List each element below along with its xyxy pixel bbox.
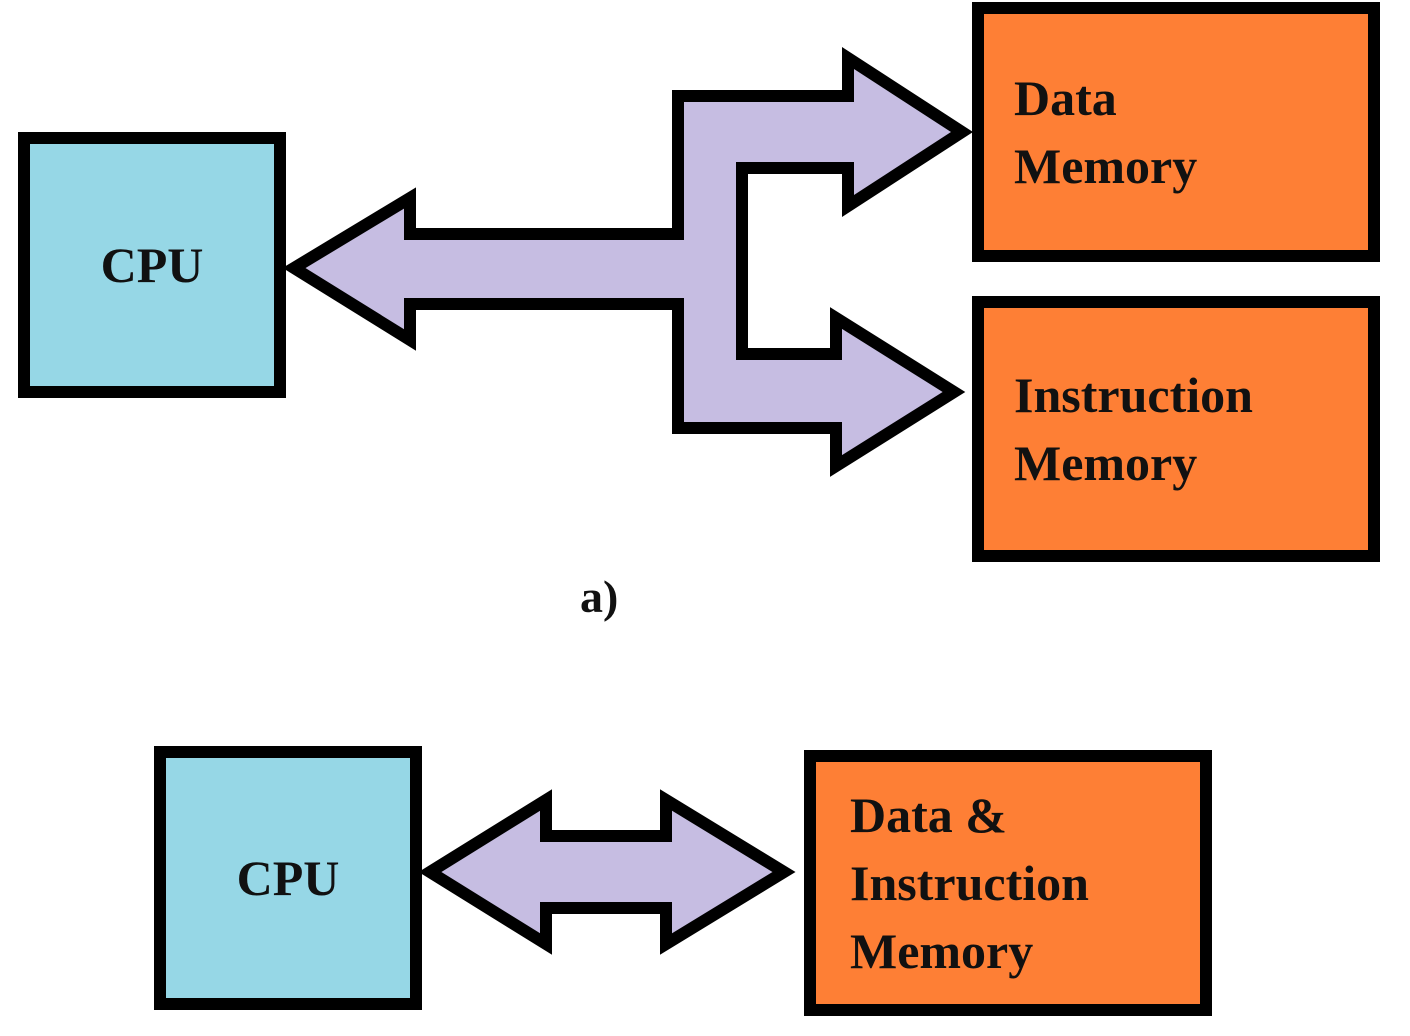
cpu-block-a: CPU [18, 132, 286, 398]
shared-memory-label-line3: Memory [850, 923, 1034, 979]
cpu-block-b: CPU [154, 746, 422, 1010]
caption-a: a) [580, 571, 619, 622]
data-memory-label-line1: Data [1014, 70, 1117, 126]
data-memory-block: Data Memory [972, 2, 1380, 262]
shared-memory-block: Data & Instruction Memory [804, 750, 1212, 1016]
instruction-memory-label-line1: Instruction [1014, 367, 1253, 423]
harvard-bus-arrow [282, 46, 974, 477]
data-memory-label-line2: Memory [1014, 138, 1198, 194]
cpu-label-b: CPU [236, 850, 340, 906]
shared-memory-label-line2: Instruction [850, 855, 1089, 911]
cpu-label-a: CPU [100, 237, 204, 293]
shared-memory-label-line1: Data & [850, 787, 1007, 843]
von-neumann-bus-arrow [418, 789, 796, 955]
instruction-memory-block: Instruction Memory [972, 296, 1380, 562]
instruction-memory-label-line2: Memory [1014, 435, 1198, 491]
